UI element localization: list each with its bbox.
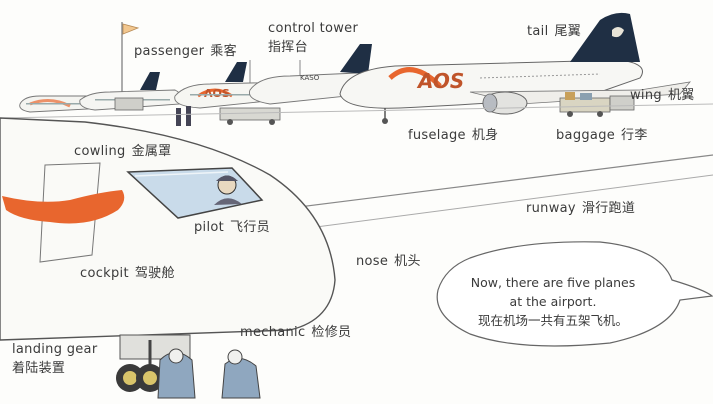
speech-bubble bbox=[436, 241, 713, 347]
svg-text:AOS: AOS bbox=[204, 87, 230, 100]
landing-gear bbox=[116, 334, 191, 392]
bubble-line-1: Now, there are five planes bbox=[470, 275, 636, 290]
mechanics bbox=[157, 348, 261, 399]
pilot-figure bbox=[214, 175, 242, 205]
main-plane: AOS bbox=[339, 12, 691, 124]
foreground-plane bbox=[0, 117, 336, 399]
speech-bubble-text: Now, there are five planes at the airpor… bbox=[437, 273, 669, 330]
orange-stripe bbox=[2, 190, 125, 224]
control-tower-label: control tower 指挥台 bbox=[268, 21, 359, 55]
passengers bbox=[176, 106, 191, 126]
landing-gear-label: landing gear 着陆装置 bbox=[12, 342, 98, 376]
ground-vehicles bbox=[114, 92, 635, 125]
flag bbox=[121, 22, 140, 95]
bubble-line-2: at the airport. bbox=[509, 294, 597, 309]
fuselage-text: KASO bbox=[300, 74, 320, 82]
runway bbox=[0, 103, 713, 236]
livery-text: AOS bbox=[416, 69, 464, 93]
bubble-line-3: 现在机场一共有五架飞机。 bbox=[477, 313, 628, 328]
